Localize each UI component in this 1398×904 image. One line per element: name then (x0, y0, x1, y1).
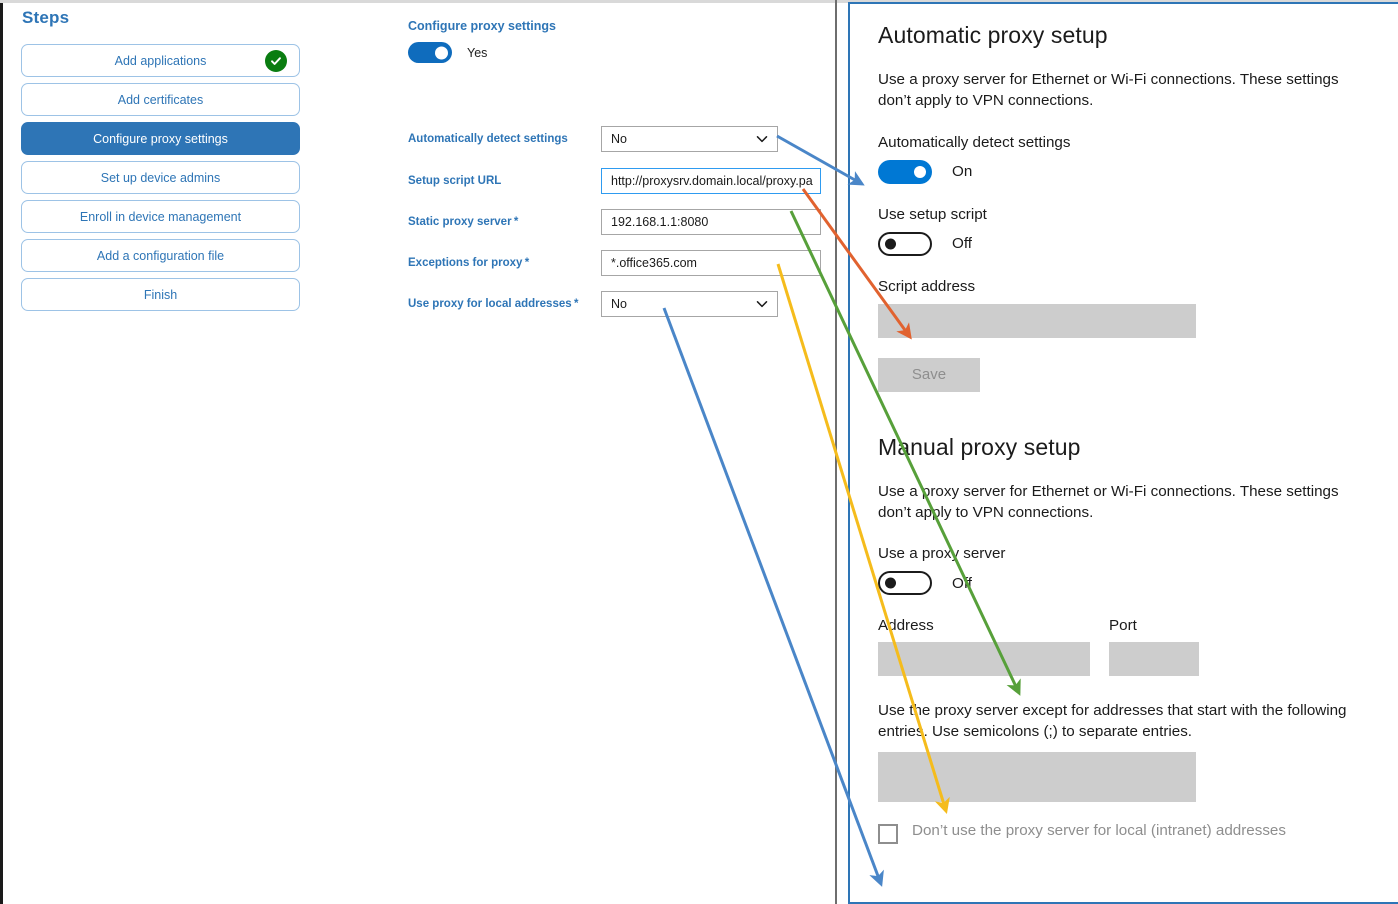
form-label-text: Use proxy for local addresses (408, 298, 572, 310)
exceptions-description: Use the proxy server except for addresse… (878, 702, 1347, 741)
form-label-0: Automatically detect settings (408, 126, 568, 152)
required-marker: * (511, 216, 519, 228)
step-item-2[interactable]: Configure proxy settings (21, 122, 300, 155)
form-value-text: No (611, 297, 627, 311)
step-item-4[interactable]: Enroll in device management (21, 200, 300, 233)
form-label-4: Use proxy for local addresses * (408, 291, 578, 317)
port-label: Port (1109, 617, 1137, 635)
bypass-local-row[interactable]: Don’t use the proxy server for local (in… (878, 822, 1378, 844)
use-proxy-server-toggle[interactable] (878, 571, 932, 596)
manual-proxy-setup-heading: Manual proxy setup (878, 433, 1081, 460)
automatic-proxy-description: Use a proxy server for Ethernet or Wi-Fi… (878, 71, 1339, 110)
panel-divider (835, 0, 837, 904)
top-divider (0, 0, 1398, 3)
script-address-label: Script address (878, 277, 976, 295)
step-item-1[interactable]: Add certificates (21, 83, 300, 116)
script-address-input[interactable] (878, 303, 1196, 338)
form-input-2[interactable]: 192.168.1.1:8080 (601, 209, 821, 235)
save-button[interactable]: Save (878, 357, 980, 392)
use-proxy-server-label: Use a proxy server (878, 545, 1006, 563)
step-item-5[interactable]: Add a configuration file (21, 239, 300, 272)
form-select-4[interactable]: No (601, 291, 778, 317)
step-item-label: Configure proxy settings (93, 131, 228, 146)
use-setup-script-state: Off (952, 235, 972, 253)
address-input[interactable] (878, 642, 1090, 677)
required-marker: * (571, 298, 579, 310)
step-item-0[interactable]: Add applications (21, 44, 300, 77)
form-label-text: Exceptions for proxy (408, 257, 523, 269)
form-input-1[interactable]: http://proxysrv.domain.local/proxy.pa (601, 168, 821, 194)
chevron-down-icon[interactable] (756, 298, 768, 310)
form-row-3: Exceptions for proxy * *.office365.com (0, 250, 835, 276)
step-item-3[interactable]: Set up device admins (21, 161, 300, 194)
form-label-text: Automatically detect settings (408, 133, 568, 145)
windows-proxy-settings-panel: Automatic proxy setup Use a proxy server… (848, 2, 1398, 904)
use-proxy-server-toggle-row[interactable]: Off (878, 571, 1378, 596)
configure-proxy-toggle[interactable] (408, 42, 452, 63)
form-label-1: Setup script URL (408, 168, 501, 194)
form-heading: Configure proxy settings (408, 19, 556, 33)
auto-detect-settings-label: Automatically detect settings (878, 133, 1071, 151)
form-value-text: 192.168.1.1:8080 (611, 215, 709, 229)
form-label-3: Exceptions for proxy * (408, 250, 529, 276)
auto-detect-settings-state: On (952, 163, 973, 181)
form-row-4: Use proxy for local addresses * No (0, 291, 835, 317)
step-item-label: Add applications (114, 53, 207, 68)
configure-proxy-toggle-label: Yes (467, 45, 488, 60)
form-label-text: Static proxy server (408, 216, 512, 228)
use-setup-script-label: Use setup script (878, 205, 987, 223)
form-row-0: Automatically detect settings No (0, 126, 835, 152)
configure-proxy-toggle-row[interactable]: Yes (408, 42, 487, 63)
bypass-local-label: Don’t use the proxy server for local (in… (912, 821, 1286, 839)
form-value-text: *.office365.com (611, 256, 697, 270)
steps-title: Steps (22, 8, 70, 27)
step-item-label: Add a configuration file (96, 248, 225, 263)
step-item-label: Finish (143, 287, 178, 302)
auto-detect-settings-toggle[interactable] (878, 159, 932, 184)
auto-detect-settings-toggle-row[interactable]: On (878, 159, 1378, 184)
form-input-3[interactable]: *.office365.com (601, 250, 821, 276)
form-row-1: Setup script URL http://proxysrv.domain.l… (0, 168, 835, 194)
use-proxy-server-state: Off (952, 574, 972, 592)
step-item-label: Add certificates (117, 92, 204, 107)
required-marker: * (522, 257, 530, 269)
manual-proxy-description: Use a proxy server for Ethernet or Wi-Fi… (878, 482, 1339, 521)
form-value-text: No (611, 132, 627, 146)
use-setup-script-toggle[interactable] (878, 231, 932, 256)
step-item-label: Set up device admins (100, 170, 221, 185)
chevron-down-icon[interactable] (756, 133, 768, 145)
port-input[interactable] (1109, 642, 1199, 677)
check-circle-icon (265, 49, 287, 72)
address-port-row: Address Port (878, 595, 1378, 677)
exceptions-input[interactable] (878, 751, 1196, 802)
step-item-6[interactable]: Finish (21, 278, 300, 311)
form-select-0[interactable]: No (601, 126, 778, 152)
form-label-text: Setup script URL (408, 175, 502, 187)
address-label: Address (878, 617, 934, 635)
form-label-2: Static proxy server * (408, 209, 518, 235)
automatic-proxy-setup-heading: Automatic proxy setup (878, 22, 1108, 48)
left-border (0, 3, 3, 904)
use-setup-script-toggle-row[interactable]: Off (878, 231, 1378, 256)
form-value-text: http://proxysrv.domain.local/proxy.pa (611, 174, 813, 188)
step-item-label: Enroll in device management (79, 209, 242, 224)
bypass-local-checkbox[interactable] (878, 823, 898, 844)
proxy-form-panel: Configure proxy settings Yes Automatical… (0, 19, 835, 317)
form-row-2: Static proxy server * 192.168.1.1:8080 (0, 209, 835, 235)
